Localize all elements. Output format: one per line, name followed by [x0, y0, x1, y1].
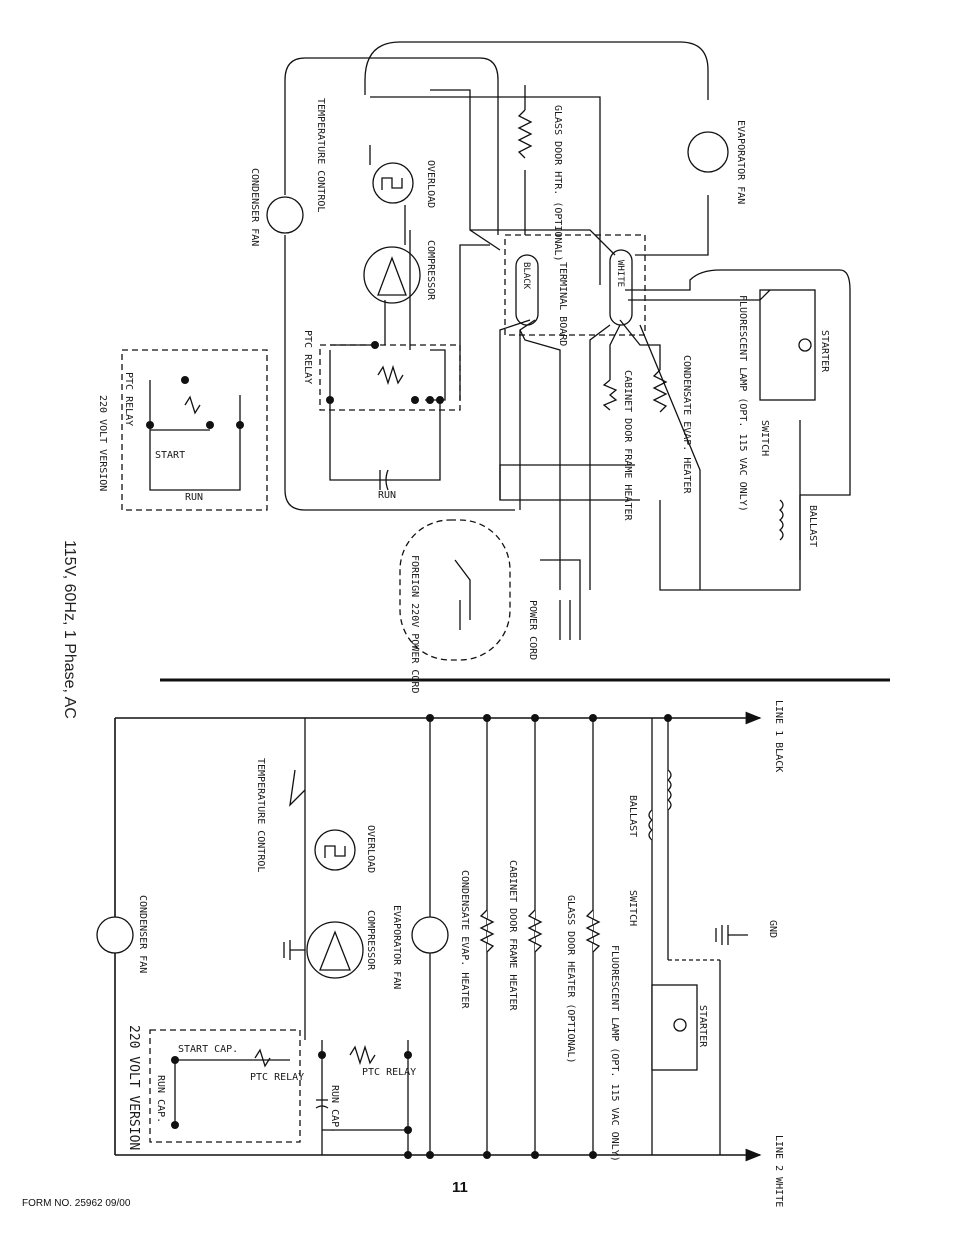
volt-220-label-ladder: 220 VOLT VERSION — [126, 1025, 141, 1150]
page-number: 11 — [452, 1179, 468, 1196]
switch-label: SWITCH — [759, 420, 770, 456]
starter-label: STARTER — [819, 330, 830, 373]
evaporator-fan-label-ladder: EVAPORATOR FAN — [391, 905, 402, 989]
cabinet-heater-label-ladder: CABINET DOOR FRAME HEATER — [507, 860, 518, 1011]
form-number: FORM NO. 25962 09/00 — [22, 1198, 131, 1209]
gnd-label: GND — [767, 920, 778, 938]
volt-220-label: 220 VOLT VERSION — [97, 395, 108, 491]
black-label: BLACK — [521, 262, 531, 290]
cabinet-heater-label: CABINET DOOR FRAME HEATER — [622, 370, 633, 521]
condenser-fan-label: CONDENSER FAN — [249, 168, 260, 246]
ballast-label-ladder: BALLAST — [627, 795, 638, 837]
run-label: RUN — [378, 490, 396, 501]
overload-label: OVERLOAD — [425, 160, 436, 208]
run-cap-220-label-ladder: RUN CAP. — [155, 1075, 166, 1123]
fluorescent-lamp-label-ladder: FLUORESCENT LAMP (OPT. 115 VAC ONLY) — [609, 945, 620, 1162]
condensate-heater-label-ladder: CONDENSATE EVAP. HEATER — [459, 870, 470, 1009]
condensate-heater-label: CONDENSATE EVAP. HEATER — [681, 355, 692, 494]
glass-door-heater-label-ladder: GLASS DOOR HEATER (OPTIONAL) — [565, 895, 576, 1064]
line1-label: LINE 1 BLACK — [773, 700, 784, 772]
ladder-diagram — [96, 711, 762, 1162]
ptc-relay-label: PTC RELAY — [302, 330, 313, 384]
power-cord-label: POWER CORD — [527, 600, 538, 660]
starter-label-ladder: STARTER — [697, 1005, 708, 1048]
glass-door-heater-label: GLASS DOOR HTR. (OPTIONAL) — [552, 105, 563, 262]
temperature-control-label-ladder: TEMPERATURE CONTROL — [255, 758, 266, 872]
evaporator-fan-label: EVAPORATOR FAN — [735, 120, 746, 204]
ladder-nodes — [171, 714, 672, 1159]
white-label: WHITE — [615, 260, 625, 287]
switch-label-ladder: SWITCH — [627, 890, 638, 926]
temperature-control-label: TEMPERATURE CONTROL — [315, 98, 326, 212]
diagram-title: 115V, 60Hz, 1 Phase, AC — [61, 540, 78, 719]
ptc-relay-220-label-ladder: PTC RELAY — [250, 1072, 304, 1083]
ladder-labels: LINE 1 BLACK LINE 2 WHITE GND BALLAST SW… — [126, 700, 784, 1207]
fluorescent-lamp-label: FLUORESCENT LAMP (OPT. 115 VAC ONLY) — [737, 295, 748, 512]
run-220-label: RUN — [185, 492, 203, 503]
compressor-label: COMPRESSOR — [425, 240, 436, 301]
start-cap-label-ladder: START CAP. — [178, 1044, 238, 1055]
compressor-label-ladder: COMPRESSOR — [365, 910, 376, 971]
schematic-nodes — [146, 341, 444, 429]
terminal-board-label: TERMINAL BOARD — [557, 262, 568, 346]
ptc-relay-label-ladder: PTC RELAY — [362, 1067, 416, 1078]
start-label: START — [155, 450, 185, 461]
line2-label: LINE 2 WHITE — [773, 1135, 784, 1207]
ptc-relay-220-label: PTC RELAY — [123, 372, 134, 426]
foreign-cord-label: FOREIGN 220V POWER CORD — [409, 555, 420, 693]
schematic-labels: EVAPORATOR FAN CONDENSER FAN TEMPERATURE… — [97, 98, 830, 693]
overload-label-ladder: OVERLOAD — [365, 825, 376, 873]
schematic-diagram — [121, 41, 851, 661]
condenser-fan-label-ladder: CONDENSER FAN — [137, 895, 148, 973]
ballast-label: BALLAST — [807, 505, 818, 547]
run-cap-label-ladder: RUN CAP. — [329, 1085, 340, 1133]
